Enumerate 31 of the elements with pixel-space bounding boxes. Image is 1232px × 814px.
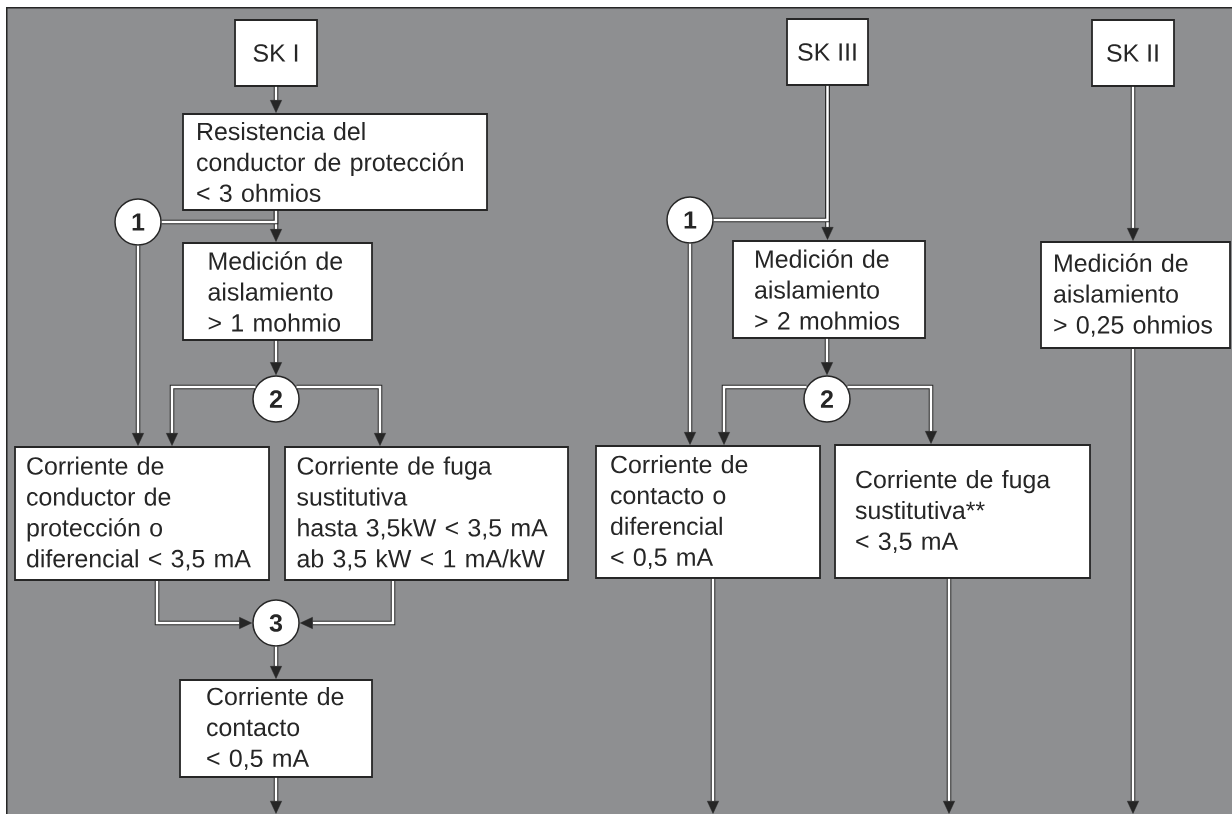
connector-line bbox=[713, 85, 830, 223]
arrow bbox=[166, 384, 256, 446]
process-box: Corriente de conductor de protección o diferencial < 3,5 mA bbox=[14, 446, 270, 581]
arrow bbox=[847, 384, 937, 444]
process-box: Corriente de fuga sustitutiva** < 3,5 mA bbox=[834, 444, 1091, 579]
arrow bbox=[707, 578, 719, 814]
arrow bbox=[296, 384, 386, 446]
arrow bbox=[1127, 348, 1139, 814]
arrow bbox=[718, 384, 807, 445]
process-box: Corriente de fuga sustitutiva hasta 3,5kW < 3,5 mA ab 3,5 kW < 1 mA/kW bbox=[284, 446, 569, 581]
process-box: Corriente de contacto o diferencial < 0,5 mA bbox=[595, 445, 821, 579]
arrow bbox=[300, 580, 396, 629]
connector-line bbox=[161, 210, 279, 225]
arrow bbox=[132, 245, 144, 446]
arrow bbox=[684, 243, 696, 445]
arrow bbox=[821, 338, 833, 375]
class-box: SK II bbox=[1091, 19, 1175, 87]
process-box: Resistencia del conductor de protección < 3 ohmios bbox=[182, 113, 488, 211]
arrow bbox=[270, 646, 282, 679]
arrow bbox=[270, 777, 282, 814]
process-box: Corriente de contacto < 0,5 mA bbox=[179, 679, 373, 778]
process-box: Medición de aislamiento > 2 mohmios bbox=[732, 240, 926, 339]
process-box: Medición de aislamiento > 1 mohmio bbox=[182, 242, 373, 341]
arrow bbox=[1127, 86, 1139, 241]
class-box: SK III bbox=[786, 18, 869, 86]
process-box: Medición de aislamiento > 0,25 ohmios bbox=[1040, 241, 1231, 349]
arrow bbox=[154, 580, 252, 629]
class-box: SK I bbox=[234, 19, 318, 87]
arrow bbox=[270, 340, 282, 375]
arrow bbox=[943, 578, 955, 814]
arrow bbox=[270, 86, 282, 113]
